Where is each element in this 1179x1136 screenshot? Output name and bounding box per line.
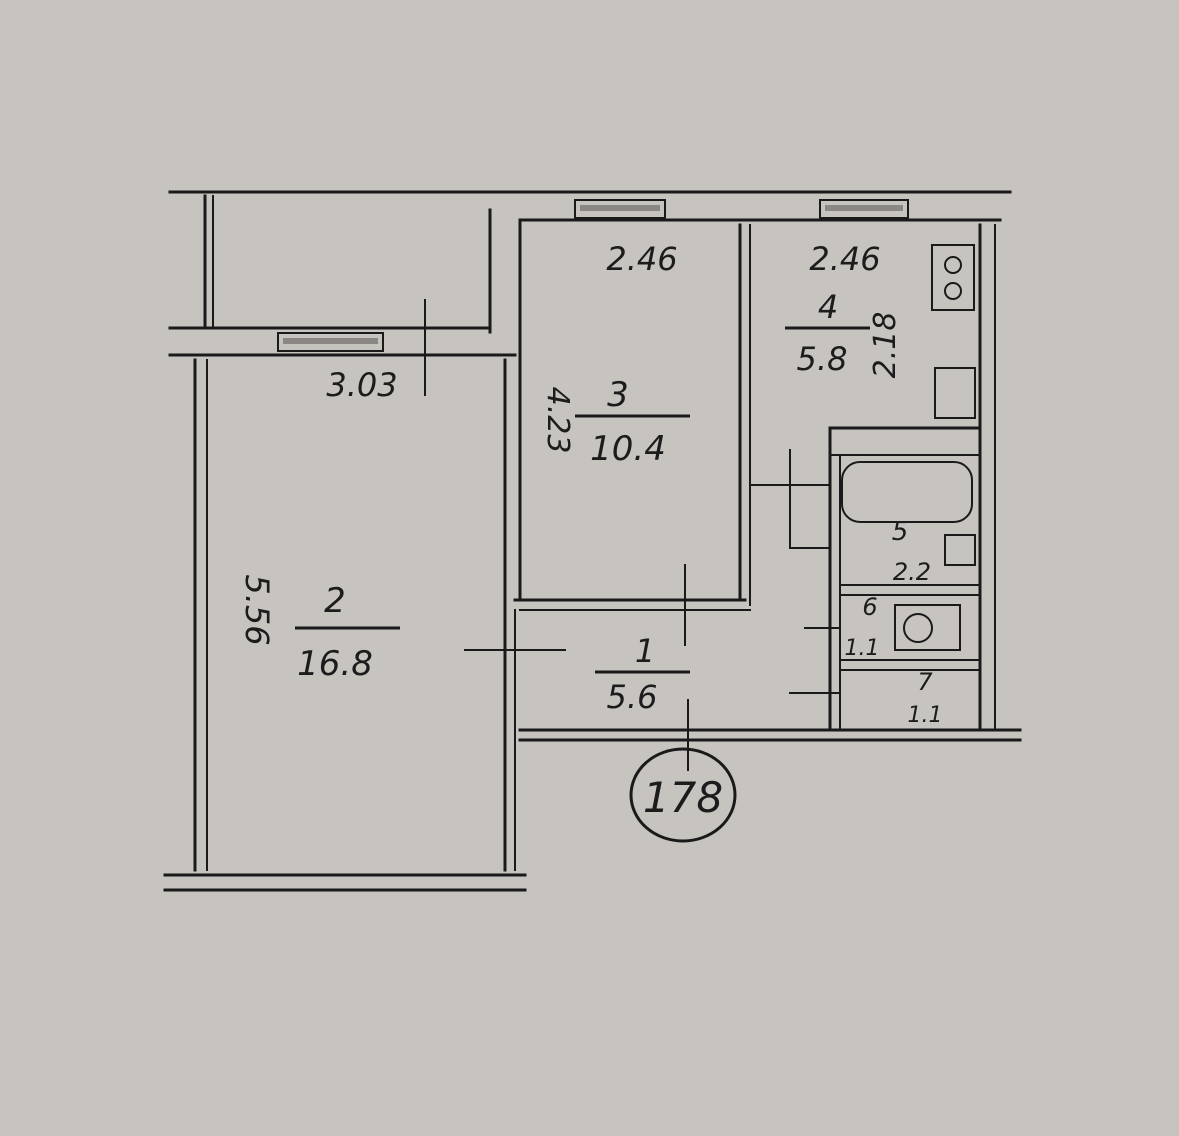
- plan-number-stamp: 178: [629, 747, 737, 843]
- room-4-area: 5.8: [797, 340, 848, 378]
- room-3-area: 10.4: [590, 429, 666, 469]
- bath-sink: [944, 534, 976, 566]
- bathtub: [841, 461, 973, 523]
- dim-room2-length: 5.56: [238, 574, 276, 645]
- window-room3-glass: [580, 205, 660, 211]
- stove-burner-bottom: [944, 282, 962, 300]
- room-2-area: 16.8: [297, 644, 373, 684]
- room-1-area: 5.6: [607, 678, 658, 716]
- plan-number: 178: [643, 773, 723, 822]
- walls: [163, 190, 1022, 892]
- dim-room4-length: 2.18: [868, 312, 903, 379]
- window-room2-glass: [283, 338, 378, 344]
- room-6-number: 6: [862, 593, 877, 621]
- window-kitchen: [819, 199, 909, 219]
- room-labels: 2 16.8 3 10.4 4 5.8 5 2.2 6 1.1 7 1.1 1 …: [295, 288, 943, 728]
- dim-room3-width: 2.46: [606, 240, 677, 278]
- toilet-bowl: [903, 613, 933, 643]
- dimension-labels: 3.03 5.56 2.46 4.23 2.46 2.18: [238, 240, 903, 646]
- room-7-area: 1.1: [908, 703, 943, 728]
- window-room3: [574, 199, 666, 219]
- room-4-number: 4: [818, 288, 838, 326]
- room-6-area: 1.1: [845, 636, 880, 661]
- room-7-number: 7: [917, 668, 933, 696]
- room-3-number: 3: [607, 375, 629, 415]
- fixtures: [841, 244, 976, 651]
- room-1-number: 1: [635, 632, 655, 670]
- stove-burner-top: [944, 256, 962, 274]
- kitchen-sink: [934, 367, 976, 419]
- window-kitchen-glass: [825, 205, 903, 211]
- window-room2: [277, 332, 384, 352]
- dim-room2-width: 3.03: [326, 366, 397, 404]
- room-2-number: 2: [324, 581, 346, 621]
- plan-number-circle: [629, 747, 737, 843]
- windows: [277, 199, 909, 352]
- dim-room3-length: 4.23: [540, 387, 575, 454]
- room-5-number: 5: [892, 517, 909, 547]
- dim-room4-width: 2.46: [809, 240, 880, 278]
- stove: [931, 244, 975, 311]
- room-5-area: 2.2: [893, 558, 931, 586]
- toilet-tank: [894, 604, 961, 651]
